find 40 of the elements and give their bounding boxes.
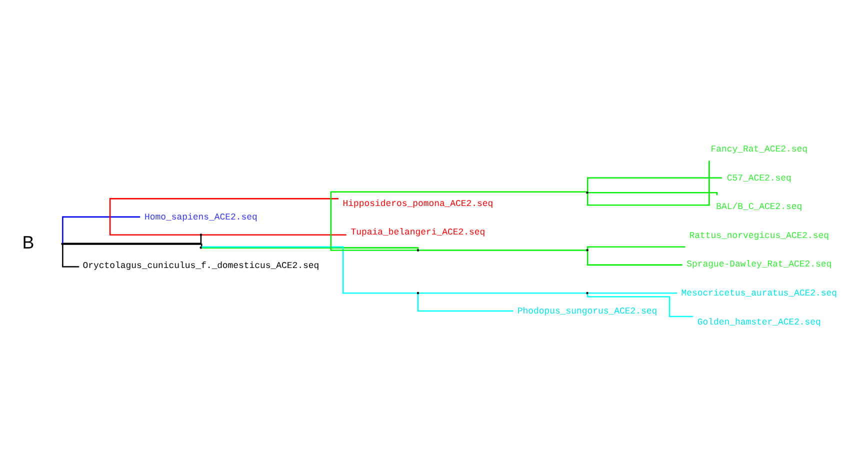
node-text: Homo_sapiens_ACE2.seq: [144, 212, 258, 222]
node-point: [416, 291, 420, 294]
connector: [330, 190, 587, 250]
node-point: [586, 190, 589, 194]
connector: [62, 244, 80, 267]
connector: [62, 216, 140, 242]
node-text: Hipposideros_pomona_ACE2.seq: [342, 198, 494, 208]
connector: [202, 246, 417, 294]
node-point: [61, 242, 64, 245]
node-text: C57_ACE2.seq: [726, 172, 792, 183]
connector: [586, 176, 722, 192]
connector: [588, 292, 678, 294]
node-text: Rattus_norvegicus_ACE2.seq: [689, 230, 829, 240]
connector: [417, 294, 514, 312]
connector: [586, 246, 686, 249]
connector: [588, 191, 718, 195]
node-text: Mesocricetus_auratus_ACE2.seq: [681, 288, 838, 298]
connector: [419, 249, 586, 250]
node-point: [200, 246, 202, 248]
connector: [202, 246, 419, 250]
connector: [586, 160, 710, 206]
node-point: [586, 291, 589, 294]
node-text: BAL/B_C_ACE2.seq: [716, 202, 802, 212]
label: B: [22, 232, 34, 252]
node-point: [416, 248, 420, 251]
connector: [202, 234, 346, 235]
node-point: [200, 233, 202, 236]
connector: [63, 235, 202, 244]
connector: [419, 292, 586, 294]
connector: [63, 243, 202, 246]
connector: [586, 250, 682, 266]
node-point: [586, 248, 589, 251]
node-text: Oryctolagus_cuniculus_f._domesticus_ACE2.seq: [82, 260, 320, 270]
node-text: Golden_hamster_ACE2.seq: [697, 316, 821, 327]
node-text: Sprague-Dawley_Rat_ACE2.seq: [686, 259, 832, 270]
node-text: Fancy_Rat_ACE2.seq: [710, 144, 808, 154]
connector: [109, 198, 338, 235]
connector: [586, 294, 694, 317]
node-text: Phodopus_sungorus_ACE2.seq: [517, 306, 658, 316]
node-text: Tupaia_belangeri_ACE2.seq: [350, 227, 486, 238]
